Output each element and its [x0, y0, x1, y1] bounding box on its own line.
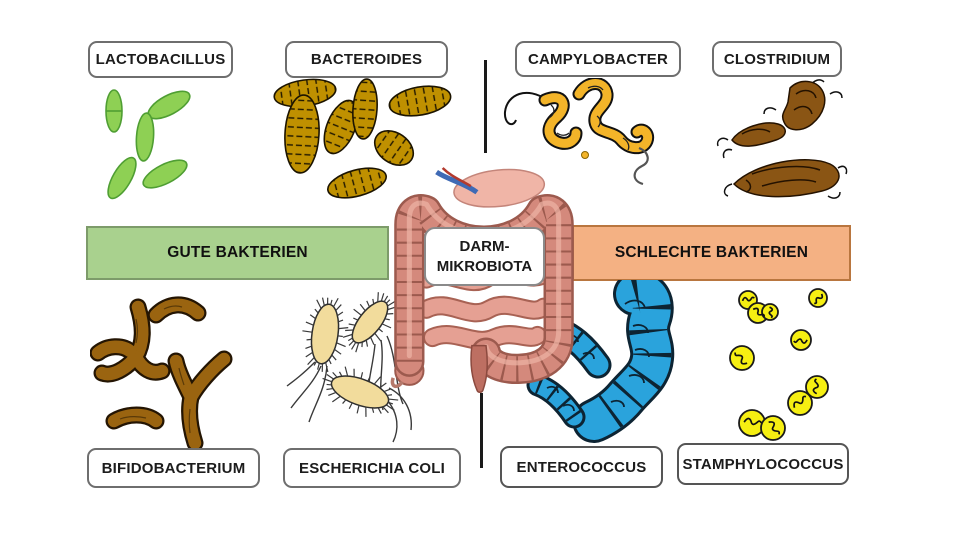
- good-bacteria-banner: GUTE BAKTERIEN: [86, 226, 389, 280]
- label-box-clostridium: CLOSTRIDIUM: [712, 41, 842, 77]
- darm-mikrobiota-box: DARM- MIKROBIOTA: [424, 227, 545, 286]
- clostridium-illustration: [716, 79, 848, 199]
- escherichia-coli-label: ESCHERICHIA COLI: [299, 459, 445, 477]
- label-box-campylobacter: CAMPYLOBACTER: [515, 41, 681, 77]
- bacteroides-illustration: [273, 78, 452, 199]
- top-divider-line: [484, 60, 487, 153]
- clostridium-label: CLOSTRIDIUM: [723, 50, 831, 68]
- lactobacillus-label: LACTOBACILLUS: [95, 51, 226, 68]
- label-box-lactobacillus: LACTOBACILLUS: [88, 41, 233, 78]
- campylobacter-illustration: [503, 78, 655, 186]
- bifidobacterium-illustration: [90, 296, 233, 448]
- label-box-enterococcus: ENTEROCOCCUS: [500, 446, 663, 488]
- label-box-escherichia-coli: ESCHERICHIA COLI: [283, 448, 461, 488]
- bacteroides-label: BACTEROIDES: [310, 51, 423, 68]
- label-box-bifidobacterium: BIFIDOBACTERIUM: [87, 448, 260, 488]
- enterococcus-label: ENTEROCOCCUS: [516, 458, 647, 476]
- bad-bacteria-banner: SCHLECHTE BAKTERIEN: [572, 225, 851, 281]
- label-box-bacteroides: BACTEROIDES: [285, 41, 448, 78]
- lactobacillus-illustration: [105, 89, 191, 200]
- darm-mikrobiota-line2: MIKROBIOTA: [436, 257, 533, 275]
- bottom-divider-line: [480, 393, 483, 468]
- escherichia-coli-illustration: [286, 292, 412, 443]
- bad-bacteria-banner-label: SCHLECHTE BAKTERIEN: [614, 244, 809, 261]
- bifidobacterium-label: BIFIDOBACTERIUM: [101, 459, 246, 477]
- campylobacter-label: CAMPYLOBACTER: [527, 50, 669, 68]
- stamphylococcus-illustration: [729, 288, 829, 441]
- good-bacteria-banner-label: GUTE BAKTERIEN: [167, 244, 308, 261]
- stamphylococcus-label: STAMPHYLOCOCCUS: [682, 455, 844, 473]
- label-box-stamphylococcus: STAMPHYLOCOCCUS: [677, 443, 849, 485]
- darm-mikrobiota-line1: DARM-: [459, 238, 510, 255]
